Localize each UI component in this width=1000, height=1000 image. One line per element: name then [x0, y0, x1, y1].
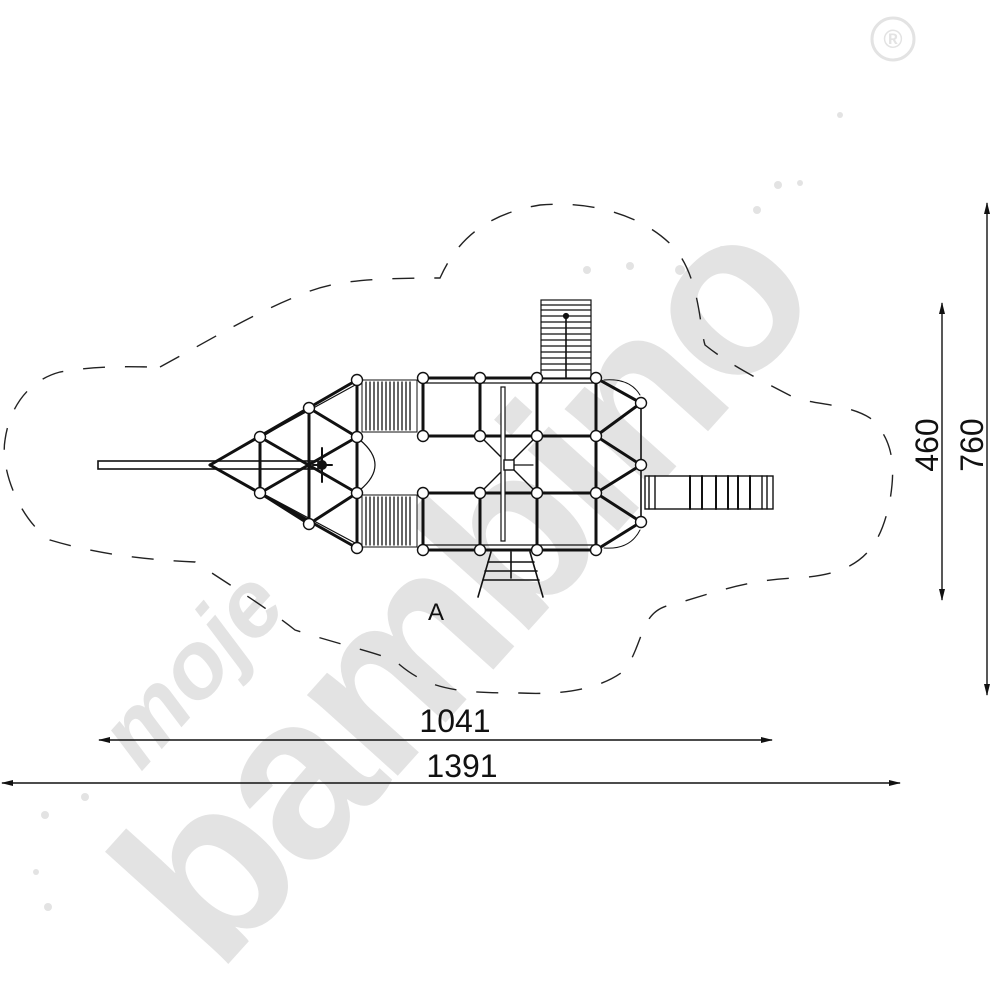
- tunnel-bottom: [361, 494, 418, 548]
- safety-zone-outline: [3, 203, 894, 695]
- watermark-dots: [33, 112, 843, 911]
- rope-ladder: [477, 551, 544, 598]
- joint-nodes: [253, 371, 648, 557]
- main-deck: [421, 376, 598, 552]
- watermark-bambino-text: bambino: [64, 166, 859, 1000]
- zone-label: A: [428, 599, 444, 626]
- svg-text:®: ®: [883, 24, 902, 54]
- dimension-outer-height: 760: [954, 202, 990, 696]
- dimension-1391-label: 1391: [426, 748, 497, 784]
- registered-mark-icon: ®: [870, 16, 916, 62]
- dimension-760-label: 760: [954, 418, 990, 471]
- dimension-1041-label: 1041: [419, 703, 490, 739]
- bow-deck: [208, 378, 359, 550]
- stern-deck: [594, 376, 643, 552]
- right-ramp: [644, 475, 774, 510]
- top-ladder: [540, 299, 592, 379]
- dimension-outer-width: 1391: [1, 748, 901, 786]
- bridge-arch: [359, 439, 376, 491]
- bowsprit-pole: [97, 460, 319, 470]
- tunnel-top: [361, 379, 418, 433]
- playground-structure: [97, 299, 774, 598]
- mast-base: [503, 459, 515, 471]
- dimension-inner-height: 460: [909, 302, 945, 601]
- watermark: ® bambino moje: [33, 16, 916, 1000]
- dimension-460-label: 460: [909, 418, 945, 471]
- steering-wheel-icon: [312, 447, 333, 483]
- dimension-inner-width: 1041: [98, 703, 773, 743]
